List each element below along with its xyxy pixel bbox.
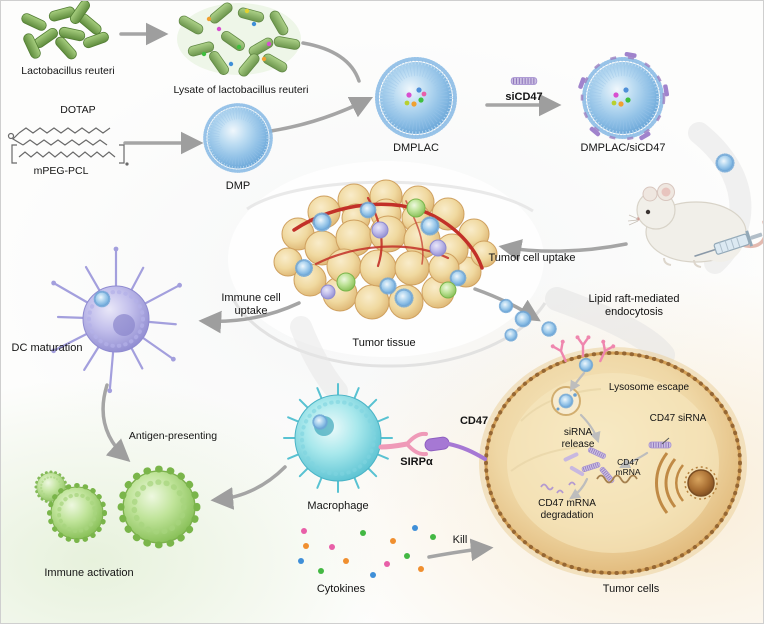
nucleus-golgi-icon bbox=[655, 452, 718, 514]
label-tumor-tissue: Tumor tissue bbox=[352, 337, 416, 349]
bacteria-icon bbox=[21, 1, 109, 60]
label-dmp: DMP bbox=[225, 180, 251, 192]
tumor-cell-icon bbox=[479, 334, 747, 579]
lysate-icon bbox=[177, 2, 301, 77]
label-tumor-cells: Tumor cells bbox=[602, 583, 660, 595]
tissue-particles bbox=[295, 198, 467, 308]
intracellular-arrows bbox=[569, 371, 649, 500]
lysosome-icon bbox=[551, 386, 581, 416]
sicd47-sirna-icon bbox=[510, 76, 538, 86]
label-mpeg-pcl: mPEG-PCL bbox=[33, 165, 89, 177]
label-cd47-mrna: CD47 mRNA bbox=[615, 457, 641, 478]
label-immune-cell-uptake: Immune cell uptake bbox=[221, 292, 281, 318]
sirpa-cd47-complex bbox=[378, 431, 487, 461]
label-dc-maturation: DC maturation bbox=[11, 342, 83, 354]
mpeg-pcl-structure-icon bbox=[11, 144, 129, 166]
tumor-tissue-icon bbox=[273, 179, 498, 320]
label-lysate: Lysate of lactobacillus reuteri bbox=[173, 84, 309, 96]
label-lipid-raft: Lipid raft-mediated endocytosis bbox=[588, 293, 680, 319]
label-sicd47: siCD47 bbox=[505, 91, 543, 103]
cd47-sirna-icon bbox=[648, 441, 672, 449]
label-dmplac: DMPLAC bbox=[393, 142, 439, 154]
dc-cell-icon bbox=[51, 246, 182, 394]
label-immune-activation: Immune activation bbox=[44, 567, 134, 579]
label-tumor-cell-uptake: Tumor cell uptake bbox=[488, 252, 576, 264]
label-cd47-sirna: CD47 siRNA bbox=[649, 413, 707, 424]
dmplac-cargo bbox=[404, 87, 427, 107]
mrna-fragments-icon bbox=[540, 481, 576, 494]
cytokines-icon bbox=[298, 525, 436, 578]
label-lysosome-escape: Lysosome escape bbox=[608, 382, 690, 393]
dmplac-sicd47-nanoparticle-icon bbox=[578, 51, 670, 141]
dmplac-nanoparticle-icon bbox=[377, 59, 455, 137]
lysate-molecules bbox=[201, 8, 272, 67]
sirpa-receptor-icon bbox=[378, 441, 410, 450]
label-sirpa: SIRPα bbox=[400, 456, 433, 468]
entering-nanoparticle-icon bbox=[578, 357, 594, 373]
label-kill: Kill bbox=[452, 534, 468, 546]
label-macrophage: Macrophage bbox=[307, 500, 369, 512]
label-cd47-mrna-degradation: CD47 mRNA degradation bbox=[538, 498, 596, 522]
cd47-receptor-icon bbox=[424, 436, 450, 452]
syringe-icon bbox=[694, 230, 763, 258]
label-cd47: CD47 bbox=[459, 415, 489, 427]
label-dmplac-sicd47: DMPLAC/siCD47 bbox=[580, 142, 666, 154]
label-antigen-presenting: Antigen-presenting bbox=[128, 430, 218, 442]
label-dotap: DOTAP bbox=[60, 104, 96, 116]
dmp-nanoparticle-icon bbox=[205, 105, 271, 171]
flow-arrows bbox=[101, 22, 628, 562]
mrna-icon bbox=[596, 474, 638, 484]
label-lactobacillus-reuteri: Lactobacillus reuteri bbox=[21, 65, 115, 77]
dmplac-sicd47-cargo bbox=[611, 87, 631, 107]
sirna-release-icon bbox=[563, 446, 616, 485]
label-sirna-release: siRNA release bbox=[561, 427, 595, 451]
dotap-structure-icon bbox=[7, 127, 111, 146]
macrophage-icon bbox=[283, 383, 393, 493]
green-immune-cells-icon bbox=[34, 469, 197, 545]
label-cytokines: Cytokines bbox=[316, 583, 366, 595]
